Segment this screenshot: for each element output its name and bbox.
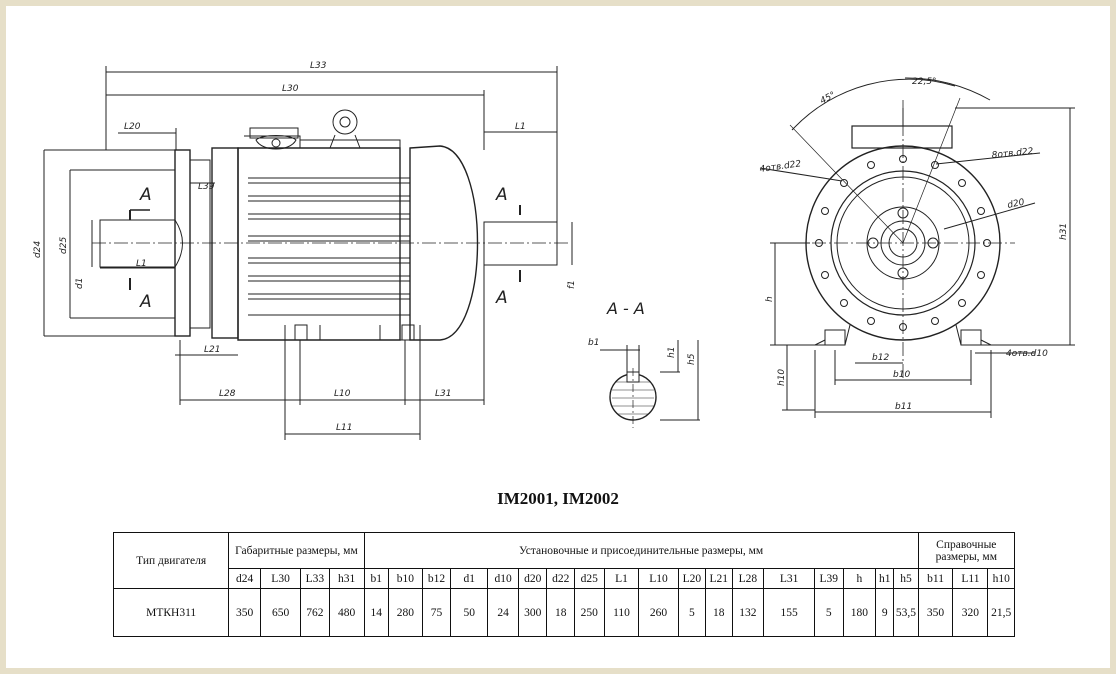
table-cell: 50 bbox=[450, 588, 489, 637]
table-cell: 650 bbox=[259, 588, 302, 637]
column-header: b11 bbox=[917, 568, 954, 589]
column-header: d24 bbox=[228, 568, 261, 589]
table-cell: 14 bbox=[363, 588, 389, 637]
table-cell: 75 bbox=[421, 588, 452, 637]
label-b1: b1 bbox=[588, 338, 599, 348]
table-cell: 260 bbox=[638, 588, 679, 637]
label-L30: L30 bbox=[282, 84, 299, 94]
column-header: d22 bbox=[546, 568, 575, 589]
table-cell: 24 bbox=[487, 588, 519, 637]
header-install-dimensions: Установочные и присоединительные размеры… bbox=[363, 532, 919, 569]
table-cell: 110 bbox=[603, 588, 640, 637]
table-cell: 480 bbox=[328, 588, 365, 637]
table-cell: 180 bbox=[842, 588, 877, 637]
column-header: L28 bbox=[731, 568, 765, 589]
table-cell: 18 bbox=[546, 588, 575, 637]
header-reference-dimensions: Справочные размеры, мм bbox=[917, 532, 1016, 569]
table-cell: 53,5 bbox=[893, 588, 919, 637]
table-cell: 5 bbox=[677, 588, 707, 637]
column-header: L11 bbox=[952, 568, 989, 589]
label-h10: h10 bbox=[777, 369, 787, 386]
column-header: L33 bbox=[300, 568, 330, 589]
column-header: d1 bbox=[450, 568, 489, 589]
technical-drawing: L33 L30 L20 L1 L39 A A A A L1 d24 d25 d1… bbox=[33, 61, 1075, 440]
label-b12: b12 bbox=[872, 353, 889, 363]
table-cell: 320 bbox=[952, 588, 989, 637]
label-L10: L10 bbox=[334, 389, 351, 399]
column-header: L21 bbox=[705, 568, 733, 589]
table-cell: 762 bbox=[300, 588, 330, 637]
column-header: h1 bbox=[875, 568, 895, 589]
motor-model-cell: МТКН311 bbox=[112, 588, 230, 637]
table-row: МТКН311 350 650 762 480 14 280 75 50 24 … bbox=[112, 588, 1015, 637]
header-overall-dimensions: Габаритные размеры, мм bbox=[228, 532, 365, 569]
column-header: h10 bbox=[987, 568, 1015, 589]
column-header: L10 bbox=[638, 568, 679, 589]
label-section-A-bottom-right: A bbox=[495, 288, 508, 308]
label-4-holes-d22: 4отв.d22 bbox=[759, 159, 802, 175]
label-h5: h5 bbox=[687, 353, 697, 365]
label-section-A-top-right: A bbox=[495, 185, 508, 205]
table-cell: 350 bbox=[917, 588, 954, 637]
label-L39: L39 bbox=[198, 182, 215, 192]
dimensions-table: Тип двигателя Габаритные размеры, мм Уст… bbox=[112, 532, 1016, 637]
label-8-holes-d22: 8отв.d22 bbox=[991, 147, 1034, 161]
column-header: L39 bbox=[813, 568, 844, 589]
table-cell: 280 bbox=[387, 588, 423, 637]
label-L1-right: L1 bbox=[515, 122, 526, 132]
column-header: d25 bbox=[573, 568, 605, 589]
header-motor-type: Тип двигателя bbox=[112, 532, 230, 589]
label-L20: L20 bbox=[124, 122, 141, 132]
column-header: d20 bbox=[517, 568, 548, 589]
label-L1-left: L1 bbox=[136, 259, 147, 269]
label-L11: L11 bbox=[336, 423, 352, 433]
section-a-a bbox=[600, 340, 700, 428]
table-cell: 132 bbox=[731, 588, 765, 637]
end-view bbox=[759, 77, 1075, 418]
label-b11: b11 bbox=[895, 402, 912, 412]
label-L33: L33 bbox=[310, 61, 327, 71]
label-d20: d20 bbox=[1007, 198, 1026, 211]
label-4-holes-d10: 4отв.d10 bbox=[1006, 349, 1048, 359]
table-cell: 250 bbox=[573, 588, 605, 637]
label-d25: d25 bbox=[59, 237, 69, 254]
column-header: h31 bbox=[328, 568, 365, 589]
label-L28: L28 bbox=[219, 389, 236, 399]
column-header: b12 bbox=[421, 568, 452, 589]
column-header: b1 bbox=[363, 568, 389, 589]
table-cell: 5 bbox=[813, 588, 844, 637]
mounting-type-title: IM2001, IM2002 bbox=[497, 489, 619, 508]
column-header: h5 bbox=[893, 568, 919, 589]
table-cell: 155 bbox=[763, 588, 815, 637]
label-L21: L21 bbox=[204, 345, 220, 355]
column-header: d10 bbox=[487, 568, 519, 589]
column-header: L31 bbox=[763, 568, 815, 589]
label-h: h bbox=[765, 296, 775, 302]
label-b10: b10 bbox=[893, 370, 910, 380]
label-d1: d1 bbox=[75, 278, 85, 289]
column-header: L30 bbox=[259, 568, 302, 589]
label-f1: f1 bbox=[567, 280, 577, 289]
label-section-A-bottom-left: A bbox=[139, 292, 152, 312]
label-section-A-top-left: A bbox=[139, 185, 152, 205]
column-header: h bbox=[842, 568, 877, 589]
table-cell: 18 bbox=[705, 588, 733, 637]
table-cell: 350 bbox=[228, 588, 261, 637]
label-h31: h31 bbox=[1059, 223, 1069, 240]
label-h1: h1 bbox=[667, 347, 677, 358]
side-view bbox=[43, 66, 573, 440]
table-cell: 9 bbox=[875, 588, 895, 637]
label-angle-45: 45° bbox=[819, 90, 838, 106]
column-header: L1 bbox=[603, 568, 640, 589]
section-title: A - A bbox=[606, 299, 645, 318]
column-header: b10 bbox=[387, 568, 423, 589]
column-header: L20 bbox=[677, 568, 707, 589]
label-d24: d24 bbox=[33, 241, 43, 258]
table-cell: 300 bbox=[517, 588, 548, 637]
label-angle-22-5: 22,5° bbox=[912, 77, 937, 87]
table-cell: 21,5 bbox=[987, 588, 1015, 637]
label-L31: L31 bbox=[435, 389, 451, 399]
